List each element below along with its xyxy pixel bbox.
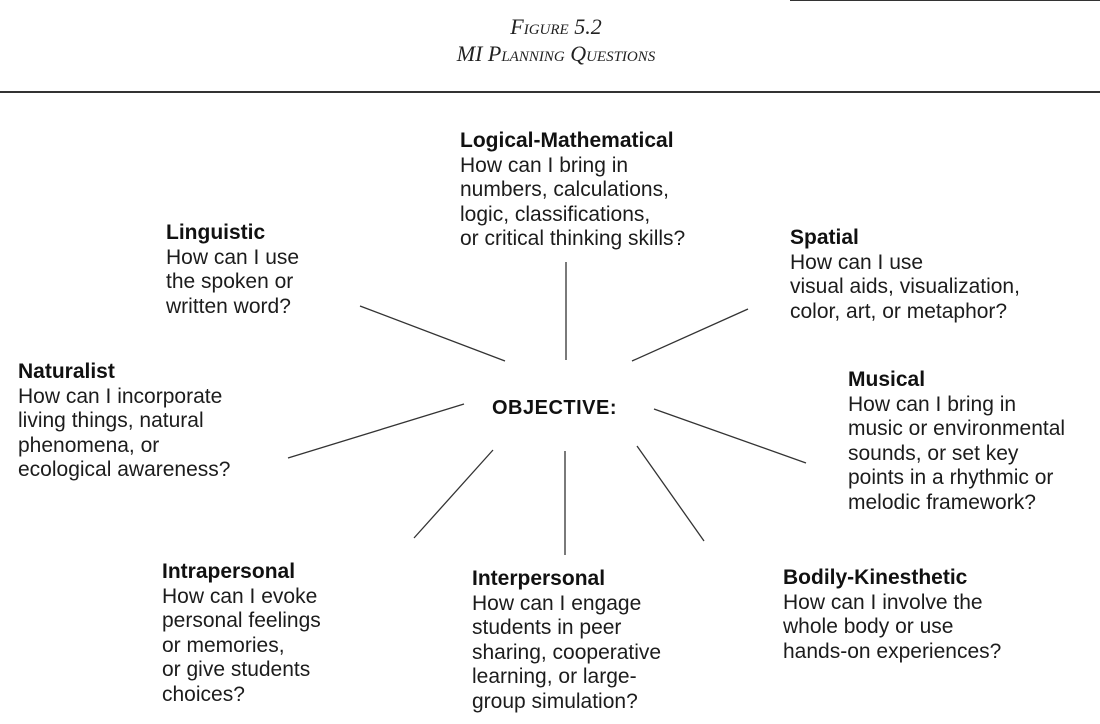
linguistic-heading: Linguistic <box>166 221 266 244</box>
bodily-kinesthetic-heading: Bodily-Kinesthetic <box>783 566 968 589</box>
figure-title: MI Planning Questions <box>456 41 656 66</box>
bodily-kinesthetic-block: Bodily-Kinesthetic How can I involve the… <box>783 566 1001 664</box>
linguistic-question: How can I use the spoken or written word… <box>166 245 300 318</box>
musical-heading: Musical <box>848 368 926 391</box>
intrapersonal-heading: Intrapersonal <box>162 560 296 583</box>
figure-heading: Figure 5.2 MI Planning Questions <box>0 14 1100 68</box>
interpersonal-heading: Interpersonal <box>472 567 606 590</box>
figure-number: Figure 5.2 <box>510 14 602 39</box>
spoke-bodily-kinesthetic <box>636 445 705 542</box>
heading-divider <box>0 91 1100 93</box>
spoke-linguistic <box>359 305 506 362</box>
spoke-spatial <box>631 308 749 362</box>
spatial-heading: Spatial <box>790 226 859 249</box>
intrapersonal-block: Intrapersonal How can I evoke personal f… <box>162 560 321 707</box>
objective-label: OBJECTIVE: <box>492 397 618 419</box>
bodily-kinesthetic-question: How can I involve the whole body or use … <box>783 590 1002 663</box>
spatial-question: How can I use visual aids, visualization… <box>790 250 1020 323</box>
interpersonal-question: How can I engage students in peer sharin… <box>472 591 662 713</box>
spoke-intrapersonal <box>413 449 494 539</box>
logical-mathematical-block: Logical-Mathematical How can I bring in … <box>460 129 685 252</box>
musical-block: Musical How can I bring in music or envi… <box>848 368 1065 515</box>
spoke-musical <box>653 408 807 464</box>
spoke-naturalist <box>287 403 465 459</box>
logical-mathematical-question: How can I bring in numbers, calculations… <box>460 153 686 251</box>
interpersonal-block: Interpersonal How can I engage students … <box>472 567 661 714</box>
logical-mathematical-heading: Logical-Mathematical <box>460 129 674 152</box>
top-rule <box>790 0 1100 1</box>
naturalist-heading: Naturalist <box>18 360 115 383</box>
linguistic-block: Linguistic How can I use the spoken or w… <box>166 221 299 319</box>
naturalist-question: How can I incorporate living things, nat… <box>18 384 231 482</box>
naturalist-block: Naturalist How can I incorporate living … <box>18 360 230 483</box>
spatial-block: Spatial How can I use visual aids, visua… <box>790 226 1020 324</box>
intrapersonal-question: How can I evoke personal feelings or mem… <box>162 584 321 706</box>
musical-question: How can I bring in music or environmenta… <box>848 392 1066 514</box>
